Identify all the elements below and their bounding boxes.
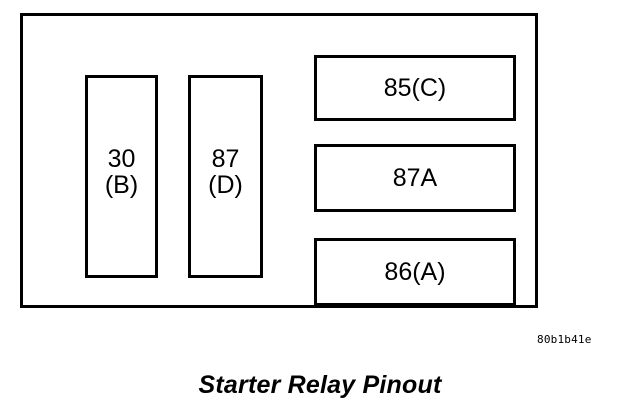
figure-caption: Starter Relay Pinout — [198, 371, 442, 399]
relay-body-outline: 30 (B) 87 (D) 85(C) 87A 86(A) — [20, 13, 538, 308]
terminal-87a-label: 87A — [392, 164, 438, 192]
terminal-30-label: 30 (B) — [104, 144, 139, 199]
terminal-87: 87 (D) — [188, 75, 263, 278]
terminal-86: 86(A) — [314, 238, 516, 306]
terminal-85: 85(C) — [314, 55, 516, 121]
figure-reference-code: 80b1b41e — [537, 333, 592, 346]
terminal-87-label: 87 (D) — [208, 144, 243, 199]
terminal-87a: 87A — [314, 144, 516, 212]
terminal-86-label: 86(A) — [384, 258, 446, 286]
terminal-30: 30 (B) — [85, 75, 158, 278]
terminal-85-label: 85(C) — [383, 74, 447, 102]
